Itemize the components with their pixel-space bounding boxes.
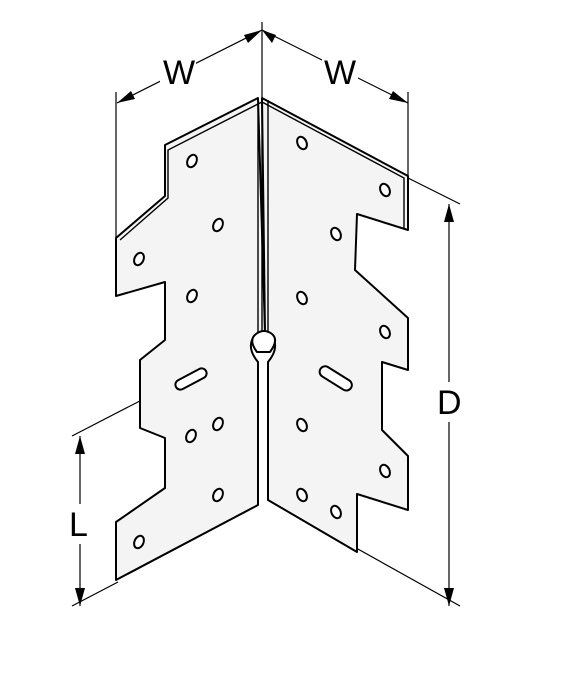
arrowhead (117, 91, 135, 103)
screw-hole (133, 251, 145, 267)
depth-label: D (437, 384, 462, 422)
screw-hole (186, 288, 198, 304)
left-plate (115, 97, 266, 581)
slotted-hole (174, 367, 208, 391)
screw-hole (212, 416, 224, 432)
screw-hole (379, 182, 391, 198)
label-backdrop (322, 52, 358, 90)
screw-hole (133, 534, 145, 550)
right-plate-edge (261, 101, 405, 228)
screw-hole (212, 217, 224, 233)
screw-hole (186, 153, 198, 169)
left-plate-holes (133, 153, 224, 550)
screw-hole (330, 504, 342, 520)
arrowhead (444, 588, 454, 606)
arrowhead (262, 30, 276, 43)
label-backdrop (436, 382, 464, 422)
width-left-label: W (163, 54, 195, 92)
screw-hole (296, 135, 308, 151)
width-right-label: W (324, 54, 356, 92)
screw-hole (330, 226, 342, 242)
length-label: L (69, 506, 88, 544)
arrowhead (244, 30, 262, 43)
screw-hole (296, 417, 308, 433)
screw-hole (212, 487, 224, 503)
right-plate (261, 97, 409, 553)
screw-hole (296, 290, 308, 306)
slotted-hole (318, 365, 353, 392)
screw-hole (185, 428, 197, 444)
left-plate-edge (119, 101, 263, 241)
label-backdrop (68, 504, 94, 544)
screw-hole (379, 463, 391, 479)
label-backdrop (160, 52, 196, 90)
arrowhead (75, 436, 85, 454)
screw-hole (296, 487, 308, 503)
arrowhead (444, 204, 454, 222)
arrowhead (75, 588, 85, 606)
bend-relief-notch (251, 330, 276, 353)
arrowhead (389, 91, 408, 103)
screw-hole (379, 324, 391, 340)
right-plate-holes (296, 135, 391, 520)
depth-top-extension-line (407, 177, 461, 205)
